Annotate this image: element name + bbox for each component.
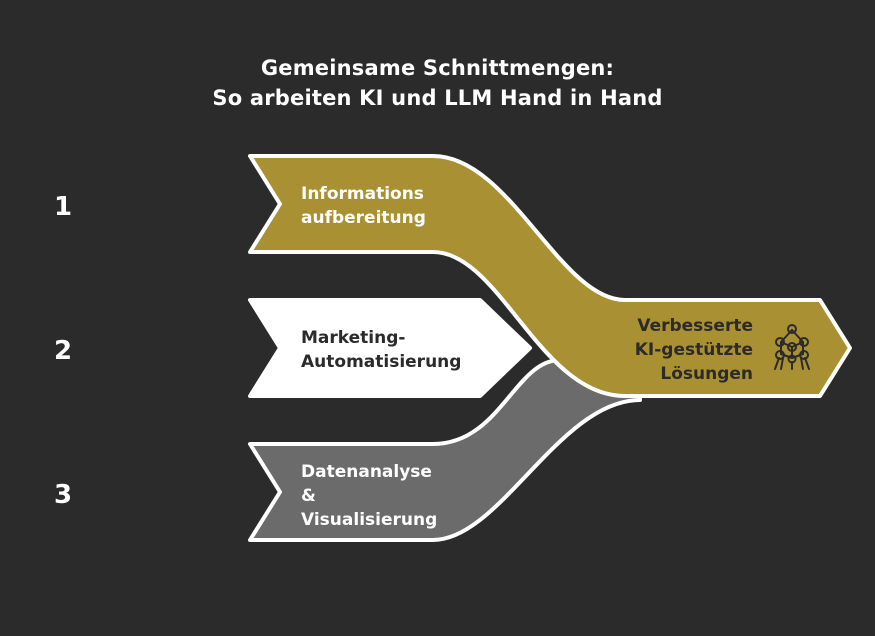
- result-label: Verbesserte KI-gestützte Lösungen: [635, 314, 753, 386]
- step-2-label-line-1: Marketing-: [301, 328, 406, 348]
- step-number-2: 2: [54, 336, 73, 366]
- step-1-label: Informations aufbereitung: [301, 182, 426, 230]
- stream-2-shape: [248, 298, 532, 398]
- result-label-line-2: KI-gestützte: [634, 340, 753, 360]
- diagram-title-line-1: Gemeinsame Schnittmengen:: [260, 56, 615, 80]
- step-3-label-line-1: Datenanalyse: [301, 462, 432, 482]
- step-1-label-line-1: Informations: [301, 184, 424, 204]
- result-label-line-3: Lösungen: [660, 364, 753, 384]
- step-number-3: 3: [54, 480, 73, 510]
- step-1-label-line-2: aufbereitung: [301, 208, 426, 228]
- stream-1-shape: [248, 154, 852, 398]
- diagram-title-line-2: So arbeiten KI und LLM Hand in Hand: [212, 86, 663, 110]
- result-label-line-1: Verbesserte: [637, 316, 753, 336]
- stream-3-shape: [248, 358, 642, 542]
- step-number-1: 1: [54, 192, 73, 222]
- step-2-label: Marketing- Automatisierung: [301, 326, 461, 374]
- atomium-icon: [774, 324, 810, 370]
- step-3-label-line-2: &: [301, 486, 316, 506]
- step-2-label-line-2: Automatisierung: [301, 352, 462, 372]
- step-3-label-line-3: Visualisierung: [301, 510, 438, 530]
- step-3-label: Datenanalyse & Visualisierung: [301, 460, 437, 532]
